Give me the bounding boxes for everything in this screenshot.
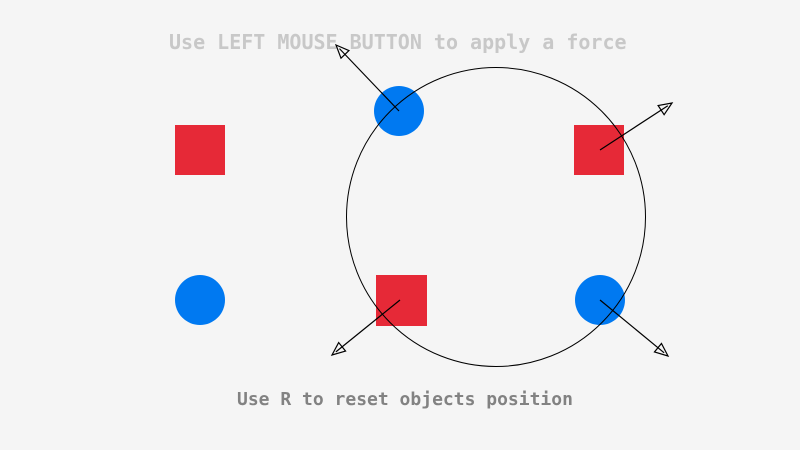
force-arrow-bottom-blue-circle-head-icon bbox=[653, 342, 670, 357]
force-arrow-bottom-square-head-icon bbox=[330, 341, 347, 356]
blue-circle-bottom-right[interactable] bbox=[575, 275, 625, 325]
force-arrow-top-blue-circle-shaft bbox=[339, 48, 400, 112]
blue-circle-left[interactable] bbox=[175, 275, 225, 325]
red-square-top-right[interactable] bbox=[574, 125, 624, 175]
force-arrow-bottom-square-shaft bbox=[335, 299, 401, 353]
force-arrow-top-right-square-head-icon bbox=[657, 102, 674, 116]
blue-circle-top[interactable] bbox=[374, 86, 424, 136]
instruction-reset-objects: Use R to reset objects position bbox=[237, 389, 573, 410]
force-arrow-bottom-blue-circle-shaft bbox=[599, 299, 665, 354]
red-square-left[interactable] bbox=[175, 125, 225, 175]
instruction-apply-force: Use LEFT MOUSE BUTTON to apply a force bbox=[169, 30, 627, 54]
boundary-circle-outline bbox=[346, 67, 646, 367]
force-arrow-top-right-square-shaft bbox=[599, 105, 669, 151]
red-square-bottom[interactable] bbox=[376, 275, 427, 326]
